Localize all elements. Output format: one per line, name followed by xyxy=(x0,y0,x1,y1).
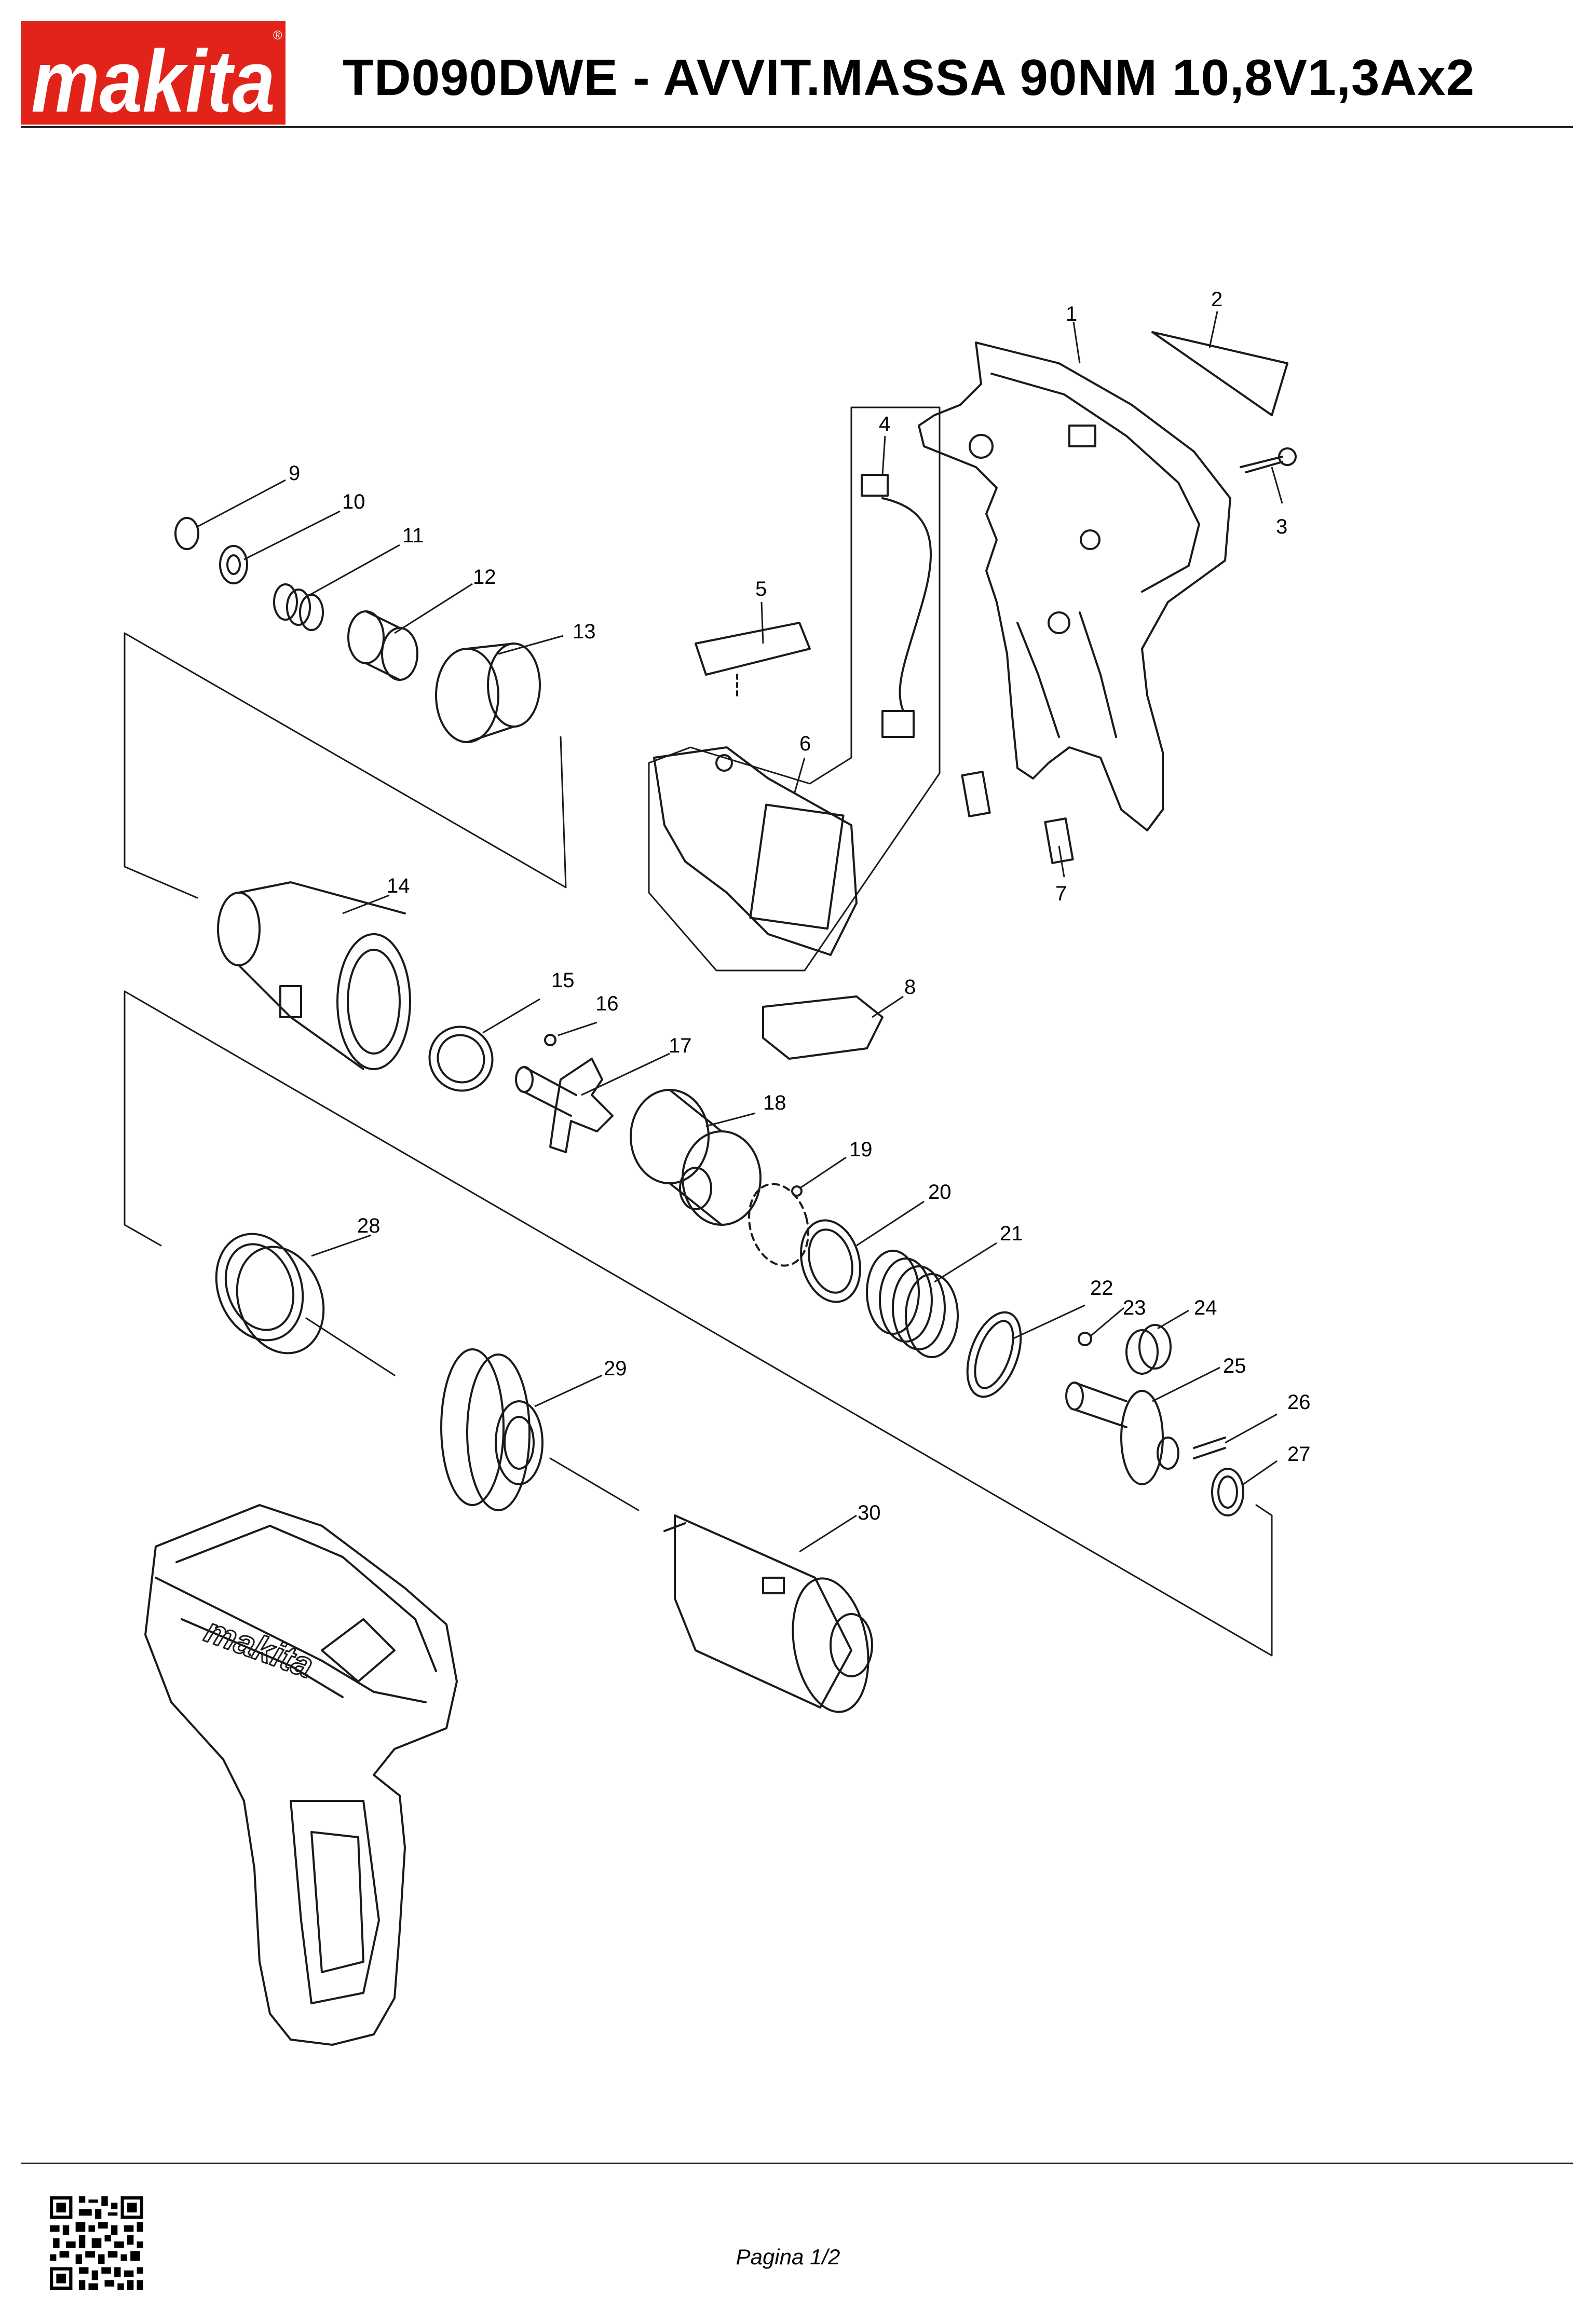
part-number-label: 15 xyxy=(551,969,575,992)
part-number-label: 27 xyxy=(1287,1443,1311,1466)
part-number-label: 12 xyxy=(473,566,496,589)
makita-logo: makita ® xyxy=(21,21,286,125)
tool-brand-text: makita xyxy=(200,1610,318,1686)
flat-washer-part xyxy=(428,1026,494,1092)
part-number-label: 10 xyxy=(342,490,365,513)
spindle-part xyxy=(1065,1382,1179,1485)
gear-housing-part xyxy=(440,1348,544,1511)
part-number-label: 6 xyxy=(799,732,811,755)
assembled-tool-illustration: makita xyxy=(144,1504,458,2046)
part-number-label: 5 xyxy=(755,578,767,600)
compression-spring-part xyxy=(866,1250,959,1358)
spring-part xyxy=(273,583,324,631)
part-number-label: 3 xyxy=(1276,515,1287,538)
part-number-label: 19 xyxy=(849,1138,873,1161)
part-number-label: 22 xyxy=(1090,1277,1113,1300)
oval-washer-part xyxy=(966,1311,1022,1398)
retaining-ring-part xyxy=(174,517,199,550)
ring-gear-part xyxy=(215,1233,325,1355)
part-number-label: 24 xyxy=(1194,1296,1217,1319)
part-number-label: 7 xyxy=(1055,882,1067,905)
front-group-frame xyxy=(124,632,567,899)
plate-part xyxy=(695,622,811,676)
leader-lines xyxy=(197,311,1283,1553)
washer-part xyxy=(219,545,248,584)
small-ball-part xyxy=(1078,1332,1092,1346)
label-part xyxy=(1151,331,1288,416)
part-number-label: 17 xyxy=(669,1034,692,1057)
steel-ball-part xyxy=(544,1034,556,1046)
gear-part xyxy=(1125,1324,1172,1375)
page-title: TD090DWE - AVVIT.MASSA 90NM 10,8V1,3Ax2 xyxy=(343,49,1475,106)
part-number-label: 9 xyxy=(289,462,300,485)
part-number-label: 30 xyxy=(858,1501,881,1524)
pin-part xyxy=(1193,1437,1226,1459)
bracket-part xyxy=(762,995,884,1060)
hammer-case-part xyxy=(217,881,411,1070)
part-number-label: 26 xyxy=(1287,1391,1311,1414)
header-divider xyxy=(21,126,1573,128)
part-number-label: 29 xyxy=(604,1357,627,1380)
mechanism-group-frame xyxy=(124,990,1273,1657)
collar-part xyxy=(435,642,541,743)
hammer-part xyxy=(630,1089,762,1226)
svg-text:®: ® xyxy=(273,29,282,43)
part-number-label: 13 xyxy=(573,620,596,643)
housing-part xyxy=(918,341,1231,831)
part-number-labels: 1 2 3 4 5 6 7 8 9 10 11 12 13 14 15 16 1… xyxy=(289,288,1311,1524)
clip-part xyxy=(1044,817,1074,864)
switch-group-frame xyxy=(648,406,941,972)
ball-ring-part xyxy=(748,1183,810,1267)
sleeve-part xyxy=(347,610,418,681)
page-indicator: Pagina 1/2 xyxy=(736,2245,840,2269)
anvil-part xyxy=(515,1058,614,1153)
part-number-label: 14 xyxy=(387,874,410,897)
qr-code-icon[interactable] xyxy=(50,2196,143,2290)
thrust-washer-part xyxy=(799,1219,862,1303)
wire-connector-part xyxy=(861,474,932,738)
clip-part xyxy=(961,771,991,817)
part-number-label: 18 xyxy=(763,1091,786,1114)
part-number-label: 8 xyxy=(904,976,916,999)
part-number-label: 11 xyxy=(402,524,424,547)
svg-text:makita: makita xyxy=(31,32,275,125)
switch-part xyxy=(653,746,858,956)
part-number-label: 20 xyxy=(928,1181,952,1204)
part-number-label: 21 xyxy=(1000,1222,1023,1245)
end-washer-part xyxy=(1211,1468,1244,1516)
part-number-label: 28 xyxy=(357,1214,381,1237)
part-number-label: 4 xyxy=(879,413,890,435)
footer-divider xyxy=(21,2163,1573,2164)
part-number-label: 1 xyxy=(1066,303,1077,325)
part-number-label: 23 xyxy=(1123,1296,1146,1319)
part-number-label: 2 xyxy=(1211,288,1222,311)
part-number-label: 25 xyxy=(1223,1355,1246,1377)
part-number-label: 16 xyxy=(595,992,619,1015)
screw-part xyxy=(1240,447,1297,473)
motor-part xyxy=(663,1514,873,1713)
